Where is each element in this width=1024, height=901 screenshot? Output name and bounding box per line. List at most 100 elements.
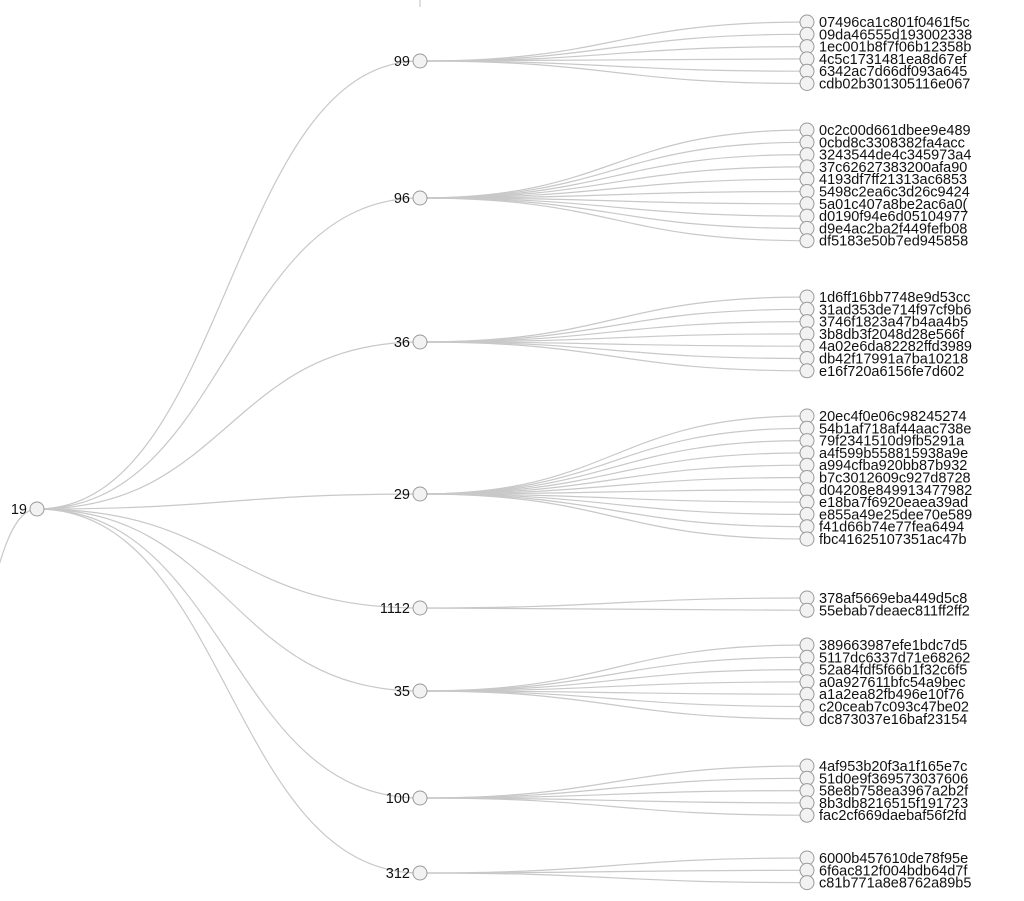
group-node[interactable]: 96: [394, 190, 428, 207]
leaf-node-label: d04208e849913477982: [819, 483, 972, 499]
group-node[interactable]: 100: [386, 790, 428, 807]
link-group-1-to-leaf-9: [419, 197, 808, 242]
leaf-node[interactable]: a0a927611bfc54a9bec: [799, 674, 965, 691]
link-group-3-to-leaf-3: [419, 452, 808, 495]
leaf-node[interactable]: db42f17991a7ba10218: [799, 351, 968, 368]
group-node[interactable]: 35: [394, 683, 428, 700]
leaf-node[interactable]: 55ebab7deaec811ff2ff2: [799, 602, 970, 619]
leaf-node-label: 09da46555d193002338: [819, 27, 972, 43]
leaf-node[interactable]: 5a01c407a8be2ac6a0(: [799, 196, 968, 213]
link-group-2-to-leaf-3: [419, 333, 808, 343]
leaf-node[interactable]: 07496ca1c801f0461f5c: [799, 14, 970, 31]
leaf-node[interactable]: 3b8db3f2048d28e566f: [799, 326, 965, 343]
leaf-node[interactable]: e16f720a6156fe7d602: [799, 363, 964, 380]
leaf-node-circle[interactable]: [799, 807, 815, 823]
leaf-node[interactable]: 389663987efe1bdc7d5: [799, 637, 967, 654]
group-node-circle[interactable]: [412, 190, 428, 206]
group-node-circle[interactable]: [412, 790, 428, 806]
leaf-node[interactable]: c81b771a8e8762a89b5: [799, 875, 971, 892]
leaf-node-label: b7c3012609c927d8728: [819, 471, 971, 487]
link-group-2-to-leaf-6: [419, 341, 808, 372]
leaf-node[interactable]: 6342ac7d66df093a645: [799, 63, 967, 80]
group-node-circle[interactable]: [412, 683, 428, 699]
group-node[interactable]: 29: [394, 486, 428, 503]
leaf-node[interactable]: 79f2341510d9fb5291a: [799, 433, 965, 450]
group-node-circle[interactable]: [412, 486, 428, 502]
leaf-node-label: 3b8db3f2048d28e566f: [819, 327, 965, 343]
leaf-node-label: 58e8b758ea3967a2b2f: [819, 784, 969, 800]
root-node[interactable]: 19: [11, 501, 45, 518]
group-node-circle[interactable]: [412, 865, 428, 881]
leaf-node[interactable]: 20ec4f0e06c98245274: [799, 408, 967, 425]
leaf-node[interactable]: b7c3012609c927d8728: [799, 470, 971, 487]
leaf-node[interactable]: e855a49e25dee70e589: [799, 506, 972, 523]
root-node-circle[interactable]: [29, 501, 45, 517]
group-node[interactable]: 312: [386, 865, 428, 882]
leaf-node-circle[interactable]: [799, 875, 815, 891]
leaf-node[interactable]: 1d6ff16bb7748e9d53cc: [799, 289, 970, 306]
leaf-node-label: d9e4ac2ba2f449fefb08: [819, 221, 967, 237]
leaf-node[interactable]: fbc41625107351ac47b: [799, 531, 967, 548]
leaf-node[interactable]: 378af5669eba449d5c8: [799, 590, 967, 607]
leaf-node-label: e18ba7f6920eaea39ad: [819, 495, 968, 511]
leaf-node[interactable]: 4af953b20f3a1f165e7c: [799, 758, 967, 775]
link-group-3-to-leaf-4: [419, 464, 808, 495]
leaf-node[interactable]: 52a84fdf5f66b1f32c6f5: [799, 662, 967, 679]
leaf-node[interactable]: e18ba7f6920eaea39ad: [799, 494, 968, 511]
leaf-node[interactable]: 8b3db8216515f191723: [799, 795, 968, 812]
leaf-node[interactable]: 0c2c00d661dbee9e489: [799, 122, 971, 139]
group-node-label: 312: [386, 866, 410, 882]
leaf-node[interactable]: df5183e50b7ed945858: [799, 233, 968, 250]
leaf-node[interactable]: a4f599b558815938a9e: [799, 445, 968, 462]
leaf-node[interactable]: 6f6ac812f004bdb64d7f: [799, 862, 968, 879]
leaf-node-circle[interactable]: [799, 711, 815, 727]
leaf-node[interactable]: dc873037e16baf23154: [799, 711, 967, 728]
leaf-node-label: 51d0e9f369573037606: [819, 771, 968, 787]
leaf-node[interactable]: 0cbd8c3308382fa4acc: [799, 134, 965, 151]
leaf-node-circle[interactable]: [799, 531, 815, 547]
link-group-4-to-leaf-0: [419, 597, 808, 609]
link-root-to-group-4: [36, 508, 421, 609]
group-node[interactable]: 99: [394, 53, 428, 70]
link-root-to-group-1: [36, 197, 421, 510]
group-node-label: 36: [394, 335, 410, 351]
leaf-node[interactable]: 6000b457610de78f95e: [799, 850, 968, 867]
leaf-node[interactable]: fac2cf669daebaf56f2fd: [799, 807, 967, 824]
link-group-6-to-leaf-2: [419, 790, 808, 799]
leaf-node-circle[interactable]: [799, 602, 815, 618]
leaf-node[interactable]: d9e4ac2ba2f449fefb08: [799, 220, 967, 237]
group-node-circle[interactable]: [412, 334, 428, 350]
leaf-node[interactable]: 3746f1823a47b4aa4b5: [799, 314, 968, 331]
leaf-node-label: 8b3db8216515f191723: [819, 796, 968, 812]
leaf-node-label: a994cfba920bb87b932: [819, 458, 967, 474]
leaf-node[interactable]: 1ec001b8f7f06b12358b: [799, 39, 971, 56]
leaf-node[interactable]: f41d66b74e77fea6494: [799, 519, 964, 536]
leaf-node[interactable]: a994cfba920bb87b932: [799, 457, 967, 474]
leaf-node[interactable]: 58e8b758ea3967a2b2f: [799, 783, 969, 800]
link-group-1-to-leaf-1: [419, 141, 808, 199]
leaf-node-circle[interactable]: [799, 76, 815, 91]
group-node[interactable]: 1112: [380, 600, 428, 617]
leaf-node[interactable]: 31ad353de714f97cf9b6: [799, 301, 971, 318]
group-node-label: 29: [394, 487, 410, 503]
leaf-node-circle[interactable]: [799, 363, 815, 379]
leaf-node[interactable]: 4193df7ff21313ac6853: [799, 171, 967, 188]
leaf-node-label: 389663987efe1bdc7d5: [819, 638, 967, 654]
group-node-circle[interactable]: [412, 600, 428, 616]
link-group-3-to-leaf-6: [419, 489, 808, 495]
leaf-node[interactable]: 5117dc6337d71e68262: [799, 649, 970, 666]
leaf-node[interactable]: 09da46555d193002338: [799, 26, 972, 43]
leaf-node[interactable]: 4c5c1731481ea8d67ef: [799, 51, 968, 68]
leaf-node[interactable]: 54b1af718af44aac738e: [799, 420, 971, 437]
leaf-node-label: e855a49e25dee70e589: [819, 507, 972, 523]
parent-link: [0, 508, 38, 565]
leaf-node-circle[interactable]: [799, 233, 815, 249]
leaf-node[interactable]: 4a02e6da82282ffd3989: [799, 338, 972, 355]
group-node[interactable]: 36: [394, 334, 428, 351]
leaf-node-label: 37c62627383200afa90: [819, 160, 967, 176]
leaf-node[interactable]: d04208e849913477982: [799, 482, 972, 499]
leaf-node[interactable]: 5498c2ea6c3d26c9424: [799, 184, 970, 201]
leaf-node[interactable]: cdb02b301305116e067: [799, 76, 970, 93]
group-node-circle[interactable]: [412, 53, 428, 69]
